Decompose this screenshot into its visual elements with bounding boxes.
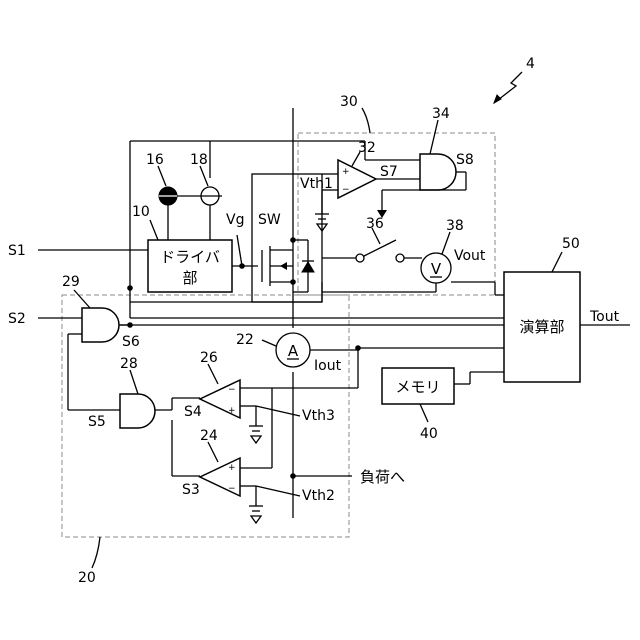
mosfet-arrow <box>280 262 287 270</box>
leader-28 <box>130 370 138 394</box>
label-s6: S6 <box>122 334 140 350</box>
label-block-30: 30 <box>340 94 358 110</box>
label-vout: Vout <box>454 248 486 264</box>
switch-36-contact-a <box>356 254 364 262</box>
label-16: 16 <box>146 152 164 168</box>
leader-10 <box>150 220 158 240</box>
ammeter-symbol: A <box>288 342 299 360</box>
label-s3: S3 <box>182 482 200 498</box>
leader-18 <box>200 166 208 186</box>
comp24-plus: + <box>228 463 236 473</box>
label-s1: S1 <box>8 243 26 259</box>
node-top-bus <box>127 285 133 291</box>
leader-22 <box>262 340 276 346</box>
and-gate-29 <box>82 308 119 342</box>
leader-block-20 <box>92 537 100 568</box>
switch-36-contact-b <box>396 254 404 262</box>
label-32: 32 <box>358 140 376 156</box>
label-26: 26 <box>200 350 218 366</box>
label-block-20: 20 <box>78 570 96 586</box>
gnd2-arrow <box>251 516 261 523</box>
leader-50 <box>552 252 562 272</box>
label-vth1: Vth1 <box>300 176 333 192</box>
driver-label-line1: ドライバ <box>160 248 220 266</box>
voltmeter-symbol: V <box>431 260 442 278</box>
node-s6 <box>127 322 133 328</box>
driver-label-line2: 部 <box>182 269 197 287</box>
and-gate-34 <box>420 154 456 190</box>
comp24-minus: − <box>228 484 236 494</box>
leader-40 <box>420 404 428 422</box>
leader-16 <box>158 166 166 186</box>
leader-26 <box>208 364 218 384</box>
label-sw: SW <box>258 212 281 228</box>
arrow-system-4-head <box>494 95 501 103</box>
label-driver-num: 10 <box>132 204 150 220</box>
label-50: 50 <box>562 236 580 252</box>
label-s2: S2 <box>8 311 26 327</box>
label-18: 18 <box>190 152 208 168</box>
leader-24 <box>208 442 218 462</box>
label-system-4: 4 <box>526 56 535 72</box>
label-s8: S8 <box>456 152 474 168</box>
mosfet-frame <box>252 174 322 302</box>
gate-node <box>239 263 245 269</box>
node-drain <box>290 237 296 243</box>
vg-leader <box>237 235 242 266</box>
comp32-minus: − <box>342 185 350 195</box>
label-24: 24 <box>200 428 218 444</box>
label-vth3: Vth3 <box>302 408 335 424</box>
label-vth2: Vth2 <box>302 488 335 504</box>
leader-38 <box>442 232 450 254</box>
node-source <box>290 279 296 285</box>
comp32-plus: + <box>342 167 350 177</box>
label-36: 36 <box>366 216 384 232</box>
label-iout: Iout <box>314 358 342 374</box>
calc-unit-label: 演算部 <box>519 318 564 336</box>
comp26-minus: − <box>228 385 236 395</box>
label-34: 34 <box>432 106 450 122</box>
and-gate-28 <box>120 394 155 428</box>
comp26-plus: + <box>228 406 236 416</box>
label-tout: Tout <box>589 309 620 325</box>
label-28: 28 <box>120 356 138 372</box>
label-s4: S4 <box>184 404 202 420</box>
label-38: 38 <box>446 218 464 234</box>
label-memory-num: 40 <box>420 426 438 442</box>
leader-34 <box>430 120 438 154</box>
node-load <box>290 473 296 479</box>
switch-36-blade <box>364 240 396 256</box>
leader-29 <box>74 290 90 308</box>
label-load: 負荷へ <box>360 468 405 486</box>
label-s7: S7 <box>380 164 398 180</box>
label-s5: S5 <box>88 414 106 430</box>
label-22: 22 <box>236 332 254 348</box>
node-iout <box>355 345 361 351</box>
memory-label: メモリ <box>395 378 440 396</box>
diode-icon <box>302 262 314 272</box>
leader-block-30 <box>362 108 370 133</box>
label-29: 29 <box>62 274 80 290</box>
label-vg: Vg <box>226 212 244 228</box>
gnd3-arrow <box>251 436 261 443</box>
